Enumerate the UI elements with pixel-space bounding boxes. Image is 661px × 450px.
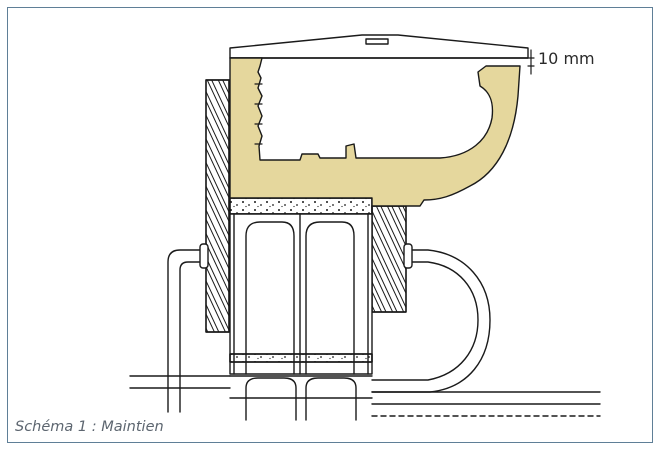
- seat-ribs: [254, 83, 263, 145]
- dimension-marker: [527, 49, 535, 75]
- left-wood-post: [205, 79, 230, 333]
- seat-shell: [229, 57, 521, 207]
- lower-loops: [229, 377, 373, 421]
- left-pipe: [167, 243, 209, 413]
- lid: [229, 34, 529, 59]
- dimension-label: 10 mm: [538, 49, 595, 68]
- right-pipe: [371, 243, 491, 393]
- figure-caption: Schéma 1 : Maintien: [15, 419, 164, 435]
- lower-foam-strip: [229, 353, 373, 363]
- base-pipes: [129, 375, 601, 417]
- right-wood-block: [371, 205, 407, 313]
- foam-strip: [229, 197, 373, 215]
- tank-body: [229, 213, 373, 375]
